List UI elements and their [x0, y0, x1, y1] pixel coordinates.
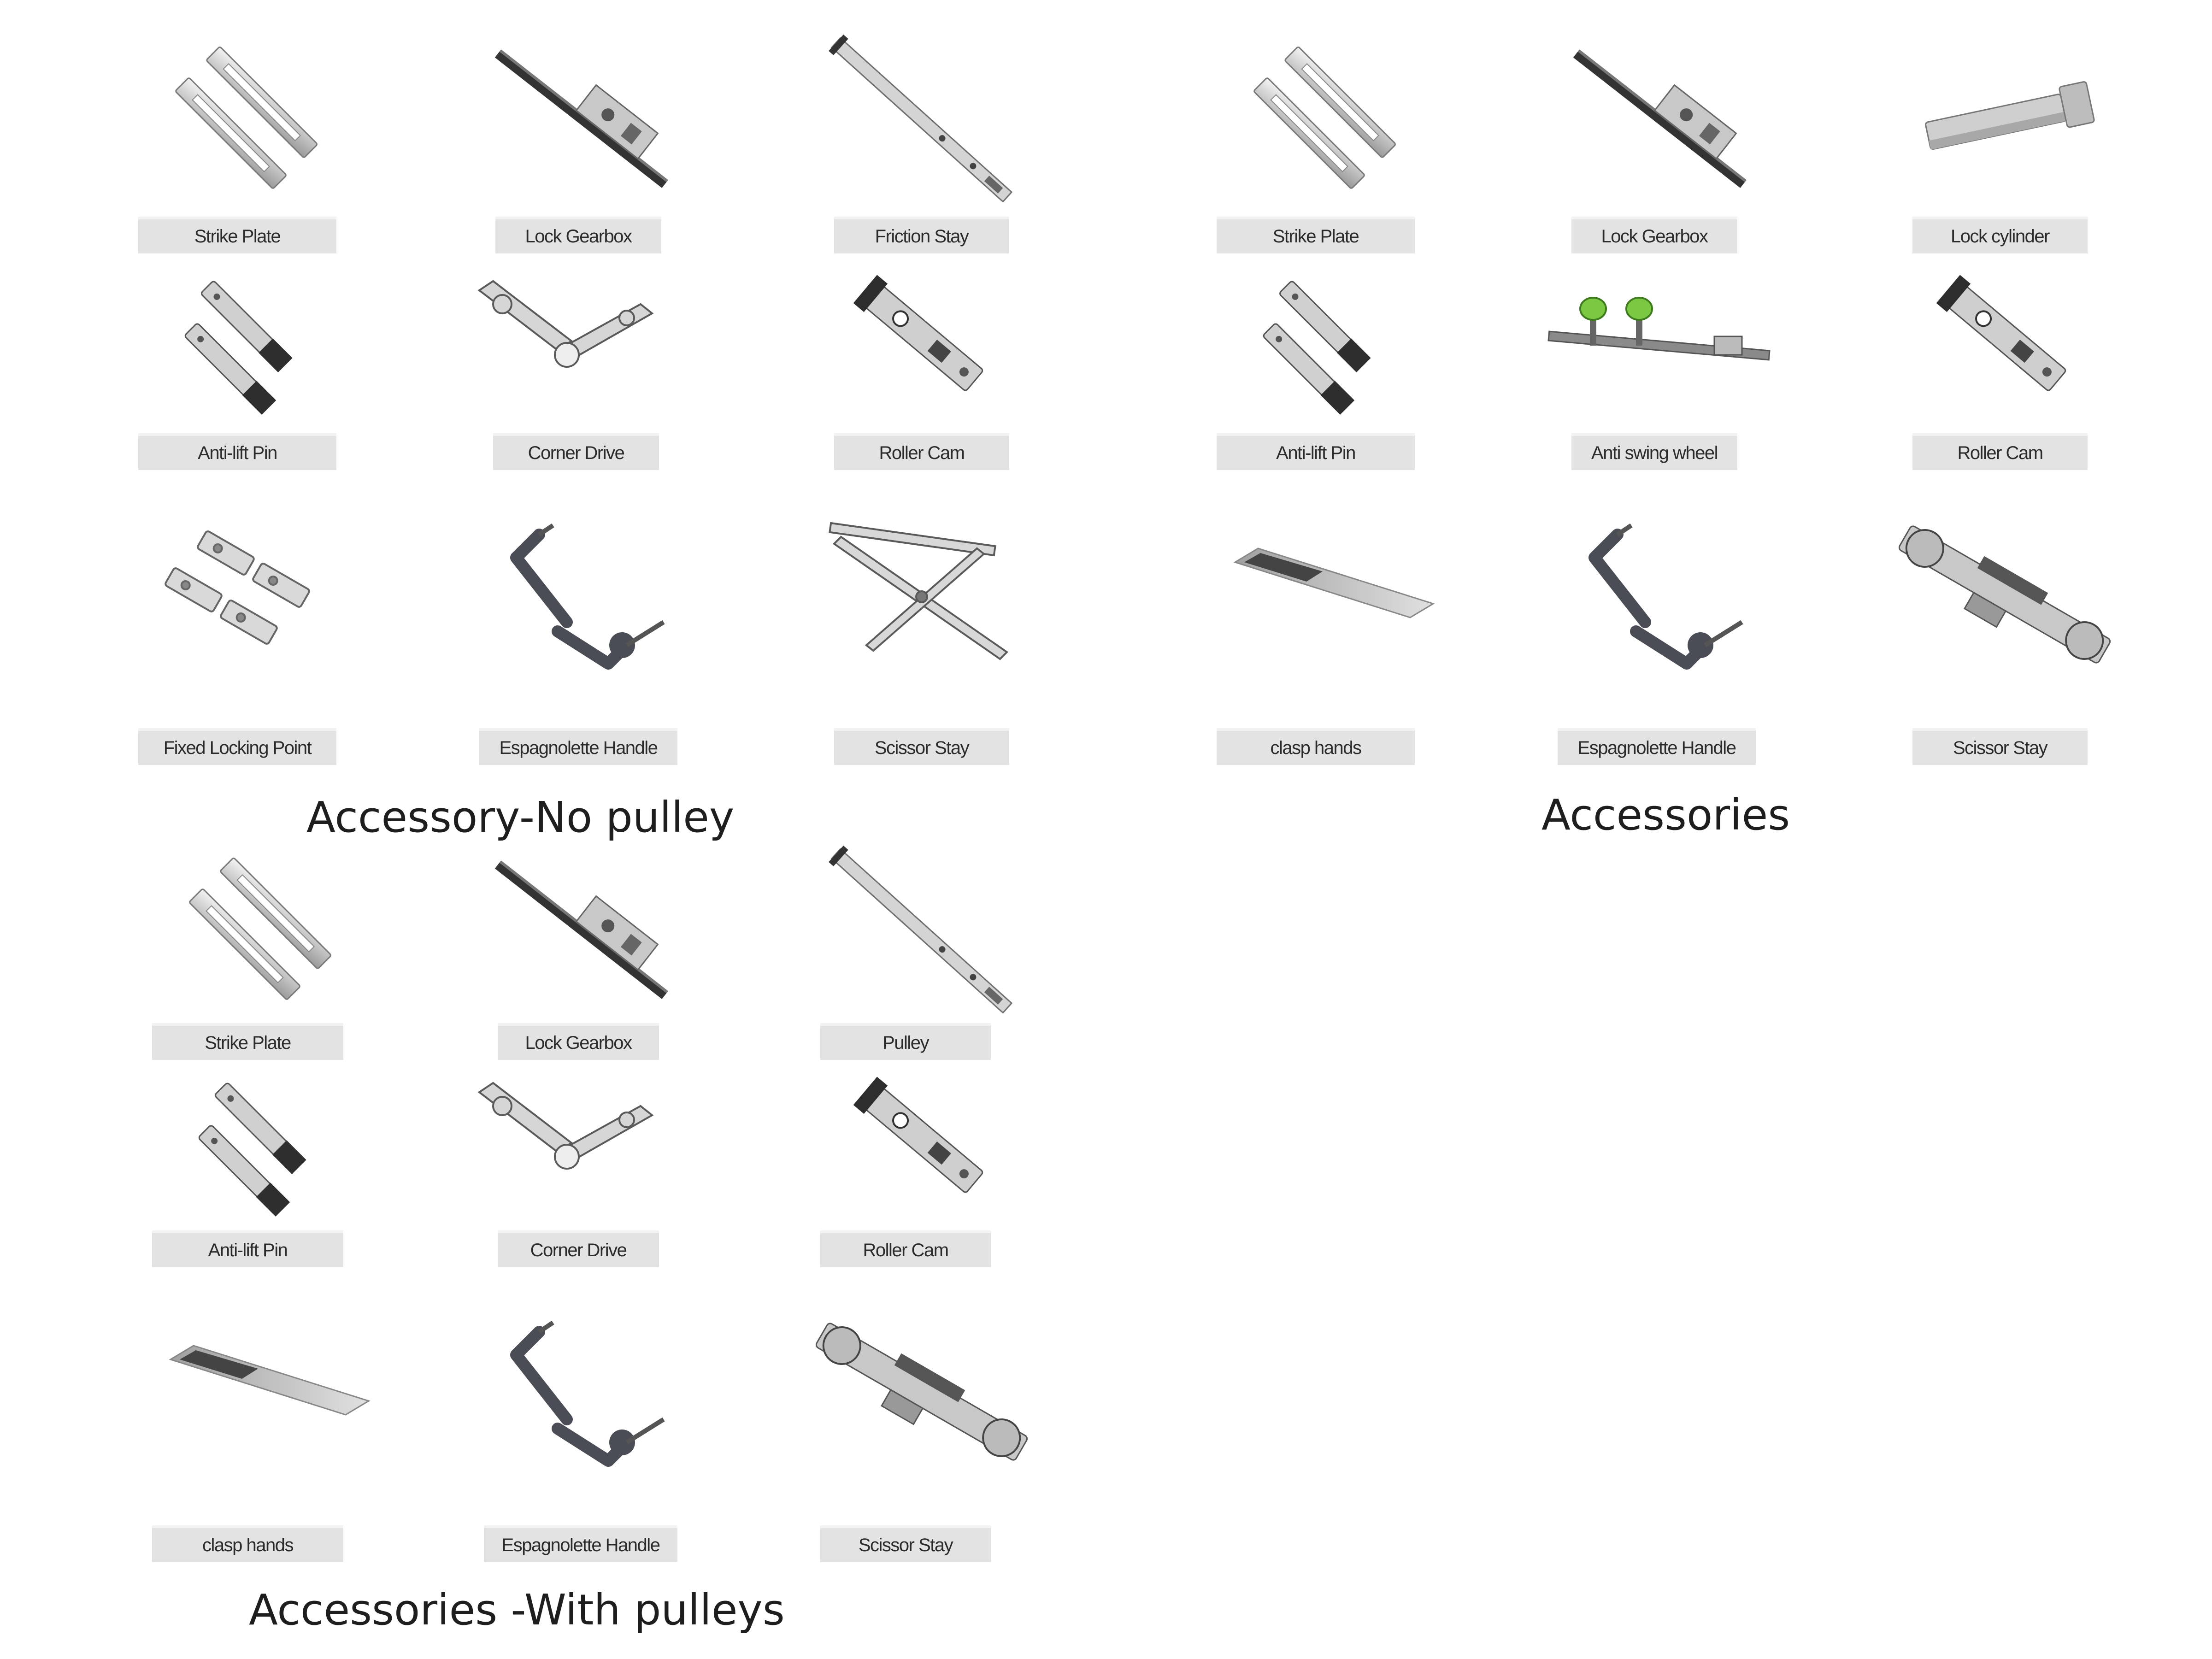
- product-label: Anti-lift Pin: [152, 1230, 343, 1267]
- product-label: Pulley: [820, 1023, 991, 1060]
- product-roller-cam[interactable]: Roller Cam: [783, 1051, 1069, 1290]
- scissor-stay-icon: [783, 498, 1069, 691]
- product-label: Scissor Stay: [820, 1525, 991, 1562]
- product-label: Corner Drive: [498, 1230, 659, 1267]
- product-label: Fixed Locking Point: [138, 728, 336, 765]
- product-label: Anti-lift Pin: [138, 433, 336, 470]
- product-strike-plate[interactable]: Strike Plate: [1203, 32, 1488, 272]
- fixed-locking-point-icon: [124, 498, 410, 673]
- section-title: Accessory-No pulley: [306, 793, 735, 842]
- product-label: Corner Drive: [493, 433, 659, 470]
- lock-cylinder-icon: [1866, 32, 2152, 207]
- section-title: Accessories -With pulleys: [249, 1585, 785, 1635]
- roller-cam-icon: [1866, 249, 2152, 424]
- product-corner-drive[interactable]: Corner Drive: [442, 249, 728, 488]
- product-espagnolette-handle[interactable]: Espagnolette Handle: [1521, 523, 1806, 793]
- roller-cam-icon: [783, 249, 1069, 424]
- roller-cam-icon: [783, 1051, 1069, 1226]
- sliding-pulley-icon: [1866, 498, 2152, 691]
- product-espagnolette-handle[interactable]: Espagnolette Handle: [442, 523, 728, 793]
- product-label: Roller Cam: [834, 433, 1009, 470]
- product-label: Roller Cam: [820, 1230, 991, 1267]
- section-title: Accessories: [1541, 790, 1790, 840]
- strike-plate-icon: [124, 32, 410, 207]
- product-label: Scissor Stay: [1912, 728, 2088, 765]
- product-clasp-hands[interactable]: clasp hands: [138, 1345, 424, 1590]
- espagnolette-handle-icon: [442, 1295, 728, 1488]
- strike-plate-icon: [138, 843, 424, 1018]
- lock-gearbox-icon: [442, 843, 728, 1018]
- product-pulley[interactable]: Pulley: [783, 843, 1069, 1083]
- product-anti-lift-pin[interactable]: Anti-lift Pin: [124, 249, 410, 488]
- clasp-hands-icon: [1203, 498, 1488, 673]
- product-lock-gearbox[interactable]: Lock Gearbox: [442, 32, 728, 272]
- product-label: Lock Gearbox: [1571, 217, 1737, 253]
- product-scissor-stay[interactable]: Scissor Stay: [1866, 525, 2152, 793]
- anti-lift-pin-icon: [1203, 249, 1488, 424]
- product-label: Roller Cam: [1912, 433, 2088, 470]
- product-label: Espagnolette Handle: [484, 1525, 677, 1562]
- product-anti-lift-pin[interactable]: Anti-lift Pin: [1203, 249, 1488, 488]
- friction-stay-icon: [783, 843, 1069, 1018]
- anti-lift-pin-icon: [138, 1051, 424, 1226]
- product-label: clasp hands: [152, 1525, 343, 1562]
- product-label: Strike Plate: [138, 217, 336, 253]
- product-label: Strike Plate: [152, 1023, 343, 1060]
- corner-drive-icon: [442, 249, 728, 424]
- anti-swing-wheel-icon: [1521, 249, 1806, 424]
- espagnolette-handle-icon: [1521, 498, 1806, 691]
- product-label: Friction Stay: [834, 217, 1009, 253]
- product-lock-gearbox[interactable]: Lock Gearbox: [442, 843, 728, 1083]
- product-label: Lock Gearbox: [495, 217, 661, 253]
- espagnolette-handle-icon: [442, 498, 728, 691]
- product-label: clasp hands: [1217, 728, 1415, 765]
- product-label: Anti swing wheel: [1571, 433, 1737, 470]
- product-label: Anti-lift Pin: [1217, 433, 1415, 470]
- product-clasp-hands[interactable]: clasp hands: [1203, 547, 1488, 793]
- product-anti-lift-pin[interactable]: Anti-lift Pin: [138, 1051, 424, 1290]
- product-label: Lock cylinder: [1912, 217, 2088, 253]
- product-label: Espagnolette Handle: [479, 728, 677, 765]
- product-lock-cylinder[interactable]: Lock cylinder: [1866, 32, 2152, 272]
- anti-lift-pin-icon: [124, 249, 410, 424]
- product-strike-plate[interactable]: Strike Plate: [124, 32, 410, 272]
- product-label: Lock Gearbox: [498, 1023, 659, 1060]
- product-corner-drive[interactable]: Corner Drive: [442, 1051, 728, 1290]
- product-roller-cam[interactable]: Roller Cam: [1866, 249, 2152, 488]
- lock-gearbox-icon: [1521, 32, 1806, 207]
- product-label: Strike Plate: [1217, 217, 1415, 253]
- product-lock-gearbox[interactable]: Lock Gearbox: [1521, 32, 1806, 272]
- product-label: Scissor Stay: [834, 728, 1009, 765]
- product-scissor-stay[interactable]: Scissor Stay: [783, 1323, 1069, 1590]
- clasp-hands-icon: [138, 1295, 424, 1470]
- product-scissor-stay[interactable]: Scissor Stay: [783, 522, 1069, 793]
- product-friction-stay[interactable]: Friction Stay: [783, 32, 1069, 272]
- product-anti-swing-wheel[interactable]: Anti swing wheel: [1521, 249, 1806, 488]
- sliding-pulley-icon: [783, 1295, 1069, 1488]
- product-label: Espagnolette Handle: [1558, 728, 1756, 765]
- product-strike-plate[interactable]: Strike Plate: [138, 843, 424, 1083]
- friction-stay-icon: [783, 32, 1069, 207]
- corner-drive-icon: [442, 1051, 728, 1226]
- product-espagnolette-handle[interactable]: Espagnolette Handle: [442, 1320, 728, 1590]
- strike-plate-icon: [1203, 32, 1488, 207]
- product-fixed-locking-point[interactable]: Fixed Locking Point: [124, 530, 410, 793]
- product-roller-cam[interactable]: Roller Cam: [783, 249, 1069, 488]
- lock-gearbox-icon: [442, 32, 728, 207]
